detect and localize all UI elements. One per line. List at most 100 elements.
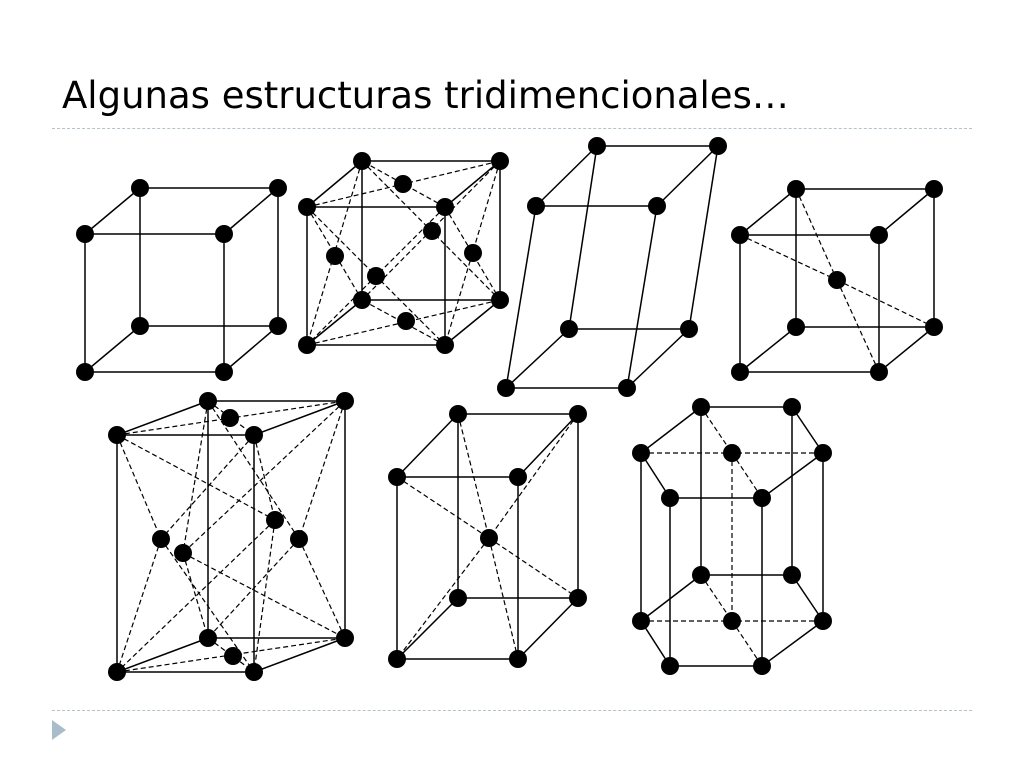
- dashed-bond-line: [700, 406, 733, 454]
- atom-dot: [436, 336, 454, 354]
- atom-dot: [870, 226, 888, 244]
- edge-line: [535, 145, 598, 207]
- atom-dot: [298, 198, 316, 216]
- atom-dot: [787, 180, 805, 198]
- edge-line: [505, 205, 537, 389]
- edge-line: [396, 597, 459, 660]
- atom-dot: [870, 363, 888, 381]
- atom-dot: [731, 226, 749, 244]
- title-divider: [52, 128, 972, 129]
- edge-line: [626, 328, 690, 389]
- atom-dot: [480, 529, 498, 547]
- atom-dot: [266, 511, 284, 529]
- edge-line: [626, 205, 658, 389]
- atom-dot: [152, 530, 170, 548]
- atom-dot: [569, 405, 587, 423]
- edge-line: [517, 413, 579, 478]
- atom-dot: [353, 291, 371, 309]
- dashed-bond-line: [253, 434, 276, 521]
- dashed-bond-line: [444, 206, 501, 301]
- atom-dot: [632, 444, 650, 462]
- dashed-bond-line: [160, 538, 255, 673]
- edge-line: [791, 574, 824, 622]
- atom-dot: [269, 317, 287, 335]
- dashed-bond-line: [795, 188, 838, 281]
- dashed-bond-line: [253, 519, 276, 673]
- dashed-bond-line: [731, 620, 763, 667]
- atom-dot: [174, 544, 192, 562]
- atom-dot: [245, 663, 263, 681]
- edge-line: [761, 620, 824, 667]
- atom-dot: [199, 392, 217, 410]
- edge-line: [739, 188, 797, 236]
- atom-dot: [527, 197, 545, 215]
- edge-line: [878, 326, 935, 373]
- atom-dot: [215, 225, 233, 243]
- atom-dot: [449, 589, 467, 607]
- atom-dot: [648, 197, 666, 215]
- atom-dot: [436, 198, 454, 216]
- atom-dot: [814, 612, 832, 630]
- edge-line: [656, 145, 719, 207]
- dashed-bond-line: [700, 574, 733, 622]
- dashed-bond-line: [160, 434, 255, 540]
- lattice-tetragonal-body-centered: [388, 405, 587, 668]
- lattice-monoclinic: [497, 137, 727, 397]
- atom-dot: [76, 225, 94, 243]
- atom-dot: [509, 468, 527, 486]
- atom-dot: [394, 175, 412, 193]
- atom-dot: [290, 530, 308, 548]
- atom-dot: [353, 152, 371, 170]
- dashed-bond-line: [207, 400, 300, 540]
- edge-line: [116, 400, 209, 436]
- atom-dot: [632, 612, 650, 630]
- atom-dot: [108, 426, 126, 444]
- dashed-bond-line: [396, 537, 490, 660]
- dashed-bond-line: [116, 434, 162, 540]
- atom-dot: [131, 179, 149, 197]
- atom-dot: [560, 320, 578, 338]
- edge-line: [306, 160, 363, 208]
- atom-dot: [787, 318, 805, 336]
- dashed-bond-line: [488, 413, 579, 539]
- atom-dot: [497, 379, 515, 397]
- atom-dot: [464, 244, 482, 262]
- lattice-cubic-body-centered: [731, 180, 943, 381]
- atom-dot: [723, 444, 741, 462]
- atom-dot: [336, 629, 354, 647]
- atom-dot: [692, 566, 710, 584]
- atom-dot: [108, 663, 126, 681]
- edge-line: [444, 299, 501, 346]
- atom-dot: [709, 137, 727, 155]
- atom-dot: [298, 336, 316, 354]
- atom-dot: [491, 152, 509, 170]
- atom-dot: [692, 398, 710, 416]
- edge-line: [116, 637, 209, 673]
- edge-line: [253, 637, 346, 673]
- edge-line: [568, 145, 598, 330]
- atom-dot: [199, 629, 217, 647]
- atom-dot: [723, 612, 741, 630]
- dashed-bond-line: [739, 234, 838, 281]
- edge-line: [878, 188, 935, 236]
- atom-dot: [367, 267, 385, 285]
- atom-dot: [783, 566, 801, 584]
- lattice-hexagonal-prism-type: [108, 392, 354, 681]
- atom-dot: [221, 409, 239, 427]
- dashed-bond-line: [207, 538, 300, 639]
- atom-dot: [569, 589, 587, 607]
- atom-dot: [388, 468, 406, 486]
- dashed-bond-line: [731, 452, 763, 499]
- dashed-bond-line: [396, 476, 490, 539]
- edge-line: [517, 597, 579, 660]
- edge-line: [640, 406, 702, 454]
- lattice-hexagonal: [632, 398, 832, 675]
- atom-dot: [925, 318, 943, 336]
- atom-dot: [661, 489, 679, 507]
- atom-dot: [680, 320, 698, 338]
- atom-dot: [215, 363, 233, 381]
- edge-line: [688, 145, 719, 330]
- edge-line: [253, 400, 346, 436]
- edge-line: [306, 299, 363, 346]
